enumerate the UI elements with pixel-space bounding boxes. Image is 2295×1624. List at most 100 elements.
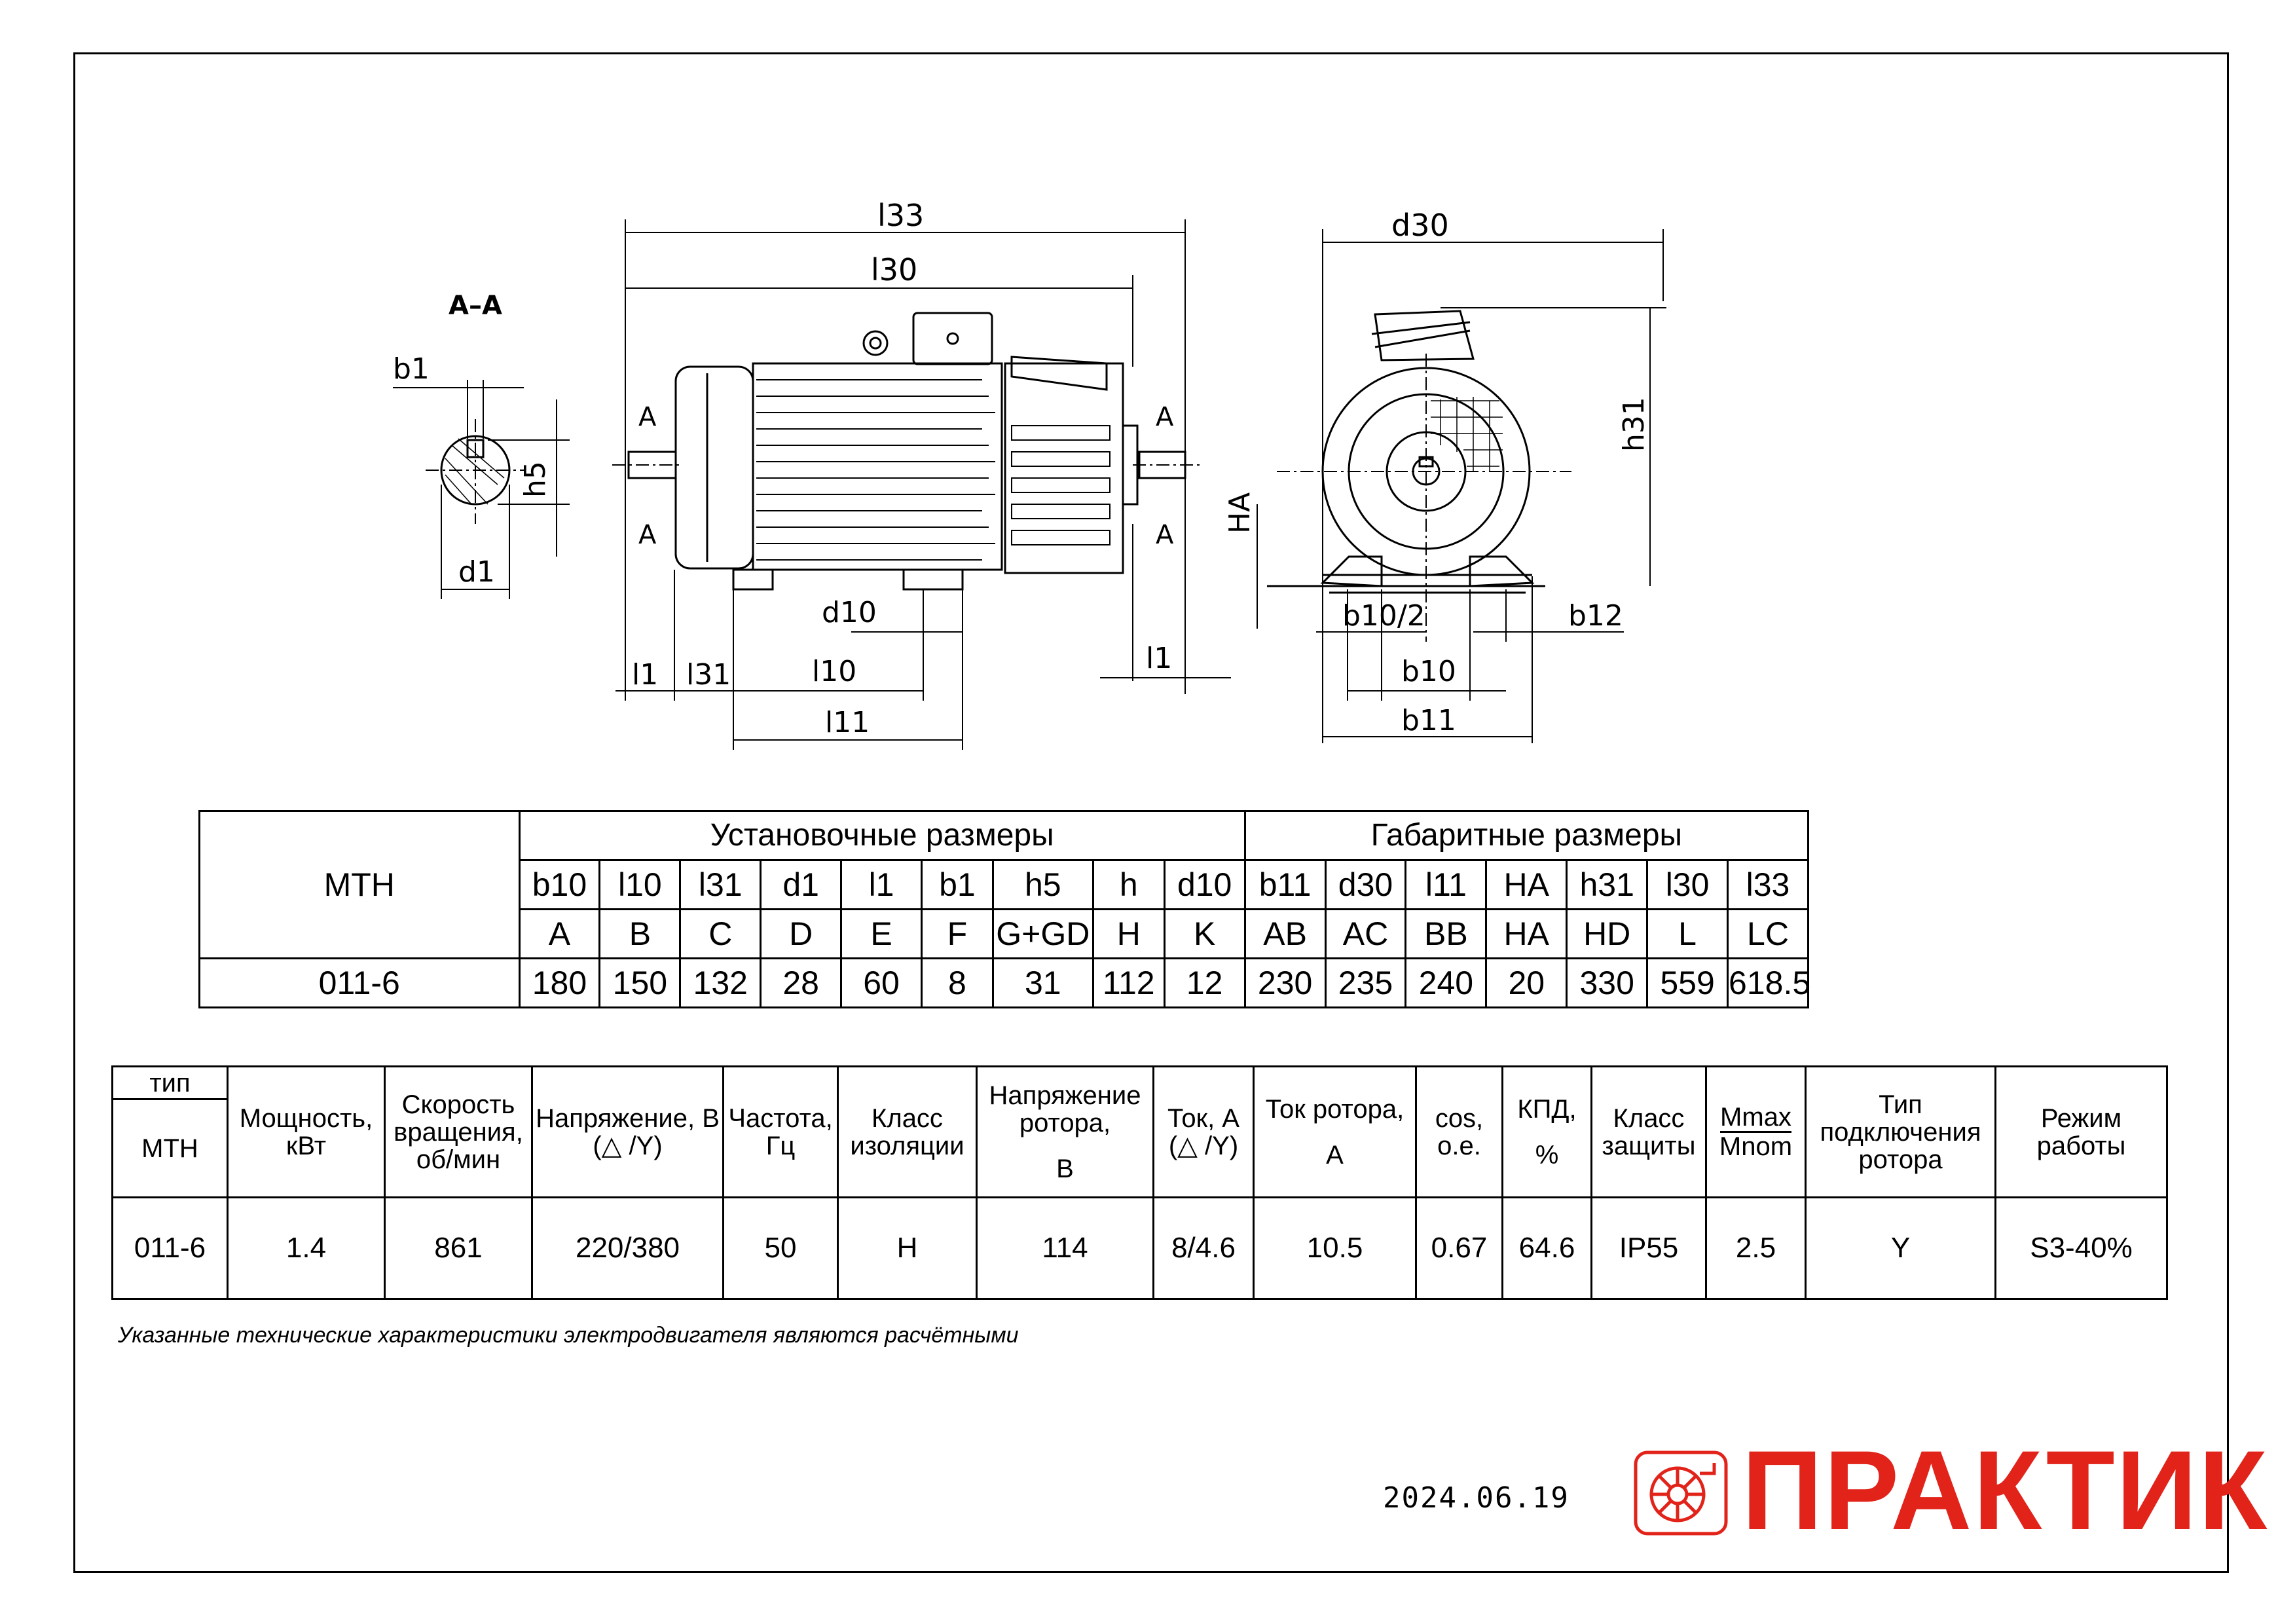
symbol-row: b10 l10 l31 d1 l1 b1 h5 h d10 b11 d30 l1… <box>200 859 1809 910</box>
header-current-conn: (△ /Y) <box>1168 1131 1239 1160</box>
dim-d1: d1 <box>458 555 495 589</box>
dim-l30: l30 <box>871 252 917 287</box>
symbol-cell: l33 <box>1727 859 1809 910</box>
value-cell: 112 <box>1092 957 1166 1008</box>
value-cell: 330 <box>1566 957 1649 1008</box>
code-cell: K <box>1163 908 1246 959</box>
header-torque-ratio: Mmax Mnom <box>1705 1065 1807 1198</box>
value-cell: 240 <box>1405 957 1488 1008</box>
brand-name: ПРАКТИК <box>1742 1428 2269 1553</box>
symbol-cell: h31 <box>1566 859 1649 910</box>
spec-frequency: 50 <box>722 1196 839 1300</box>
header-mode: Режим работы <box>1994 1065 2168 1198</box>
dimensions-table: МТН Установочные размеры Габаритные разм… <box>198 810 1810 1008</box>
spec-current: 8/4.6 <box>1152 1196 1255 1300</box>
symbol-cell: b10 <box>518 859 601 910</box>
code-cell: C <box>679 908 762 959</box>
code-cell: A <box>518 908 601 959</box>
dim-l1-right: l1 <box>1146 642 1172 675</box>
section-mark-1: A <box>638 402 657 432</box>
value-cell: 31 <box>991 957 1094 1008</box>
code-cell: HD <box>1566 908 1649 959</box>
dim-b10-half: b10/2 <box>1342 599 1425 633</box>
spec-power: 1.4 <box>227 1196 386 1300</box>
spec-cos: 0.67 <box>1415 1196 1503 1300</box>
value-cell: 235 <box>1324 957 1407 1008</box>
header-insulation: Класс изоляции <box>837 1065 978 1198</box>
symbol-cell: h5 <box>991 859 1094 910</box>
header-rotor-voltage-unit: В <box>1056 1154 1074 1183</box>
section-label: A–A <box>449 291 502 321</box>
group-install-dims: Установочные размеры <box>518 810 1246 861</box>
dim-d10: d10 <box>822 596 877 629</box>
header-current: Ток, А (△ /Y) <box>1152 1065 1255 1198</box>
spec-rotor-voltage: 114 <box>976 1196 1154 1300</box>
dim-table-model: МТН <box>198 810 521 959</box>
code-row: A B C D E F G+GD H K AB AC BB HA HD L LC <box>200 908 1809 959</box>
code-cell: D <box>760 908 843 959</box>
spec-speed: 861 <box>384 1196 533 1300</box>
value-cell: 20 <box>1485 957 1568 1008</box>
code-cell: G+GD <box>991 908 1094 959</box>
header-rotor-current-unit: А <box>1326 1140 1344 1170</box>
spec-rotor-connection: Y <box>1805 1196 1996 1300</box>
value-cell: 60 <box>840 957 923 1008</box>
value-cell: 132 <box>679 957 762 1008</box>
spec-protection: IP55 <box>1590 1196 1707 1300</box>
dim-h5: h5 <box>519 461 552 498</box>
spec-insulation: H <box>837 1196 978 1300</box>
dim-l10: l10 <box>812 655 856 688</box>
symbol-cell: l10 <box>598 859 682 910</box>
dim-b10: b10 <box>1401 655 1456 688</box>
dim-d30: d30 <box>1391 208 1449 243</box>
value-cell: 12 <box>1163 957 1246 1008</box>
code-cell: AB <box>1243 908 1327 959</box>
code-cell: L <box>1646 908 1729 959</box>
spec-efficiency: 64.6 <box>1501 1196 1592 1300</box>
code-cell: BB <box>1405 908 1488 959</box>
section-mark-3: A <box>1156 402 1174 432</box>
header-current-label: Ток, А <box>1167 1103 1239 1133</box>
symbol-cell: l31 <box>679 859 762 910</box>
code-cell: LC <box>1727 908 1809 959</box>
motor-end-view: d30 <box>1223 208 1666 743</box>
header-voltage-label: Напряжение, В <box>536 1103 720 1133</box>
spec-rotor-current: 10.5 <box>1253 1196 1417 1300</box>
header-rotor-current-label: Ток ротора, <box>1265 1094 1405 1124</box>
dim-b12: b12 <box>1568 599 1623 633</box>
symbol-cell: d1 <box>760 859 843 910</box>
code-cell: F <box>920 908 994 959</box>
document-date: 2024.06.19 <box>1383 1481 1570 1515</box>
header-voltage-conn: (△ /Y) <box>593 1131 663 1160</box>
header-mnom: Mnom <box>1719 1132 1793 1161</box>
section-mark-4: A <box>1156 520 1174 550</box>
group-overall-dims: Габаритные размеры <box>1243 810 1810 861</box>
symbol-cell: d10 <box>1163 859 1246 910</box>
header-cos: cos, о.е. <box>1415 1065 1503 1198</box>
type-label: тип <box>111 1065 229 1100</box>
shaft-section-view: A–A b1 h5 d1 <box>393 291 570 599</box>
specifications-table: тип Мощность, кВт Скорость вращения, об/… <box>111 1065 2168 1300</box>
code-cell: AC <box>1324 908 1407 959</box>
spec-model: 011-6 <box>111 1196 229 1300</box>
value-cell: 28 <box>760 957 843 1008</box>
symbol-cell: l11 <box>1405 859 1488 910</box>
value-cell: 8 <box>920 957 994 1008</box>
header-protection: Класс защиты <box>1590 1065 1707 1198</box>
table-row: 011-6 180 150 132 28 60 8 31 112 12 230 … <box>198 957 1810 1008</box>
brand-logo-icon <box>1634 1450 1728 1536</box>
header-speed: Скорость вращения, об/мин <box>384 1065 533 1198</box>
dim-l31: l31 <box>686 658 731 692</box>
motor-side-view: l33 l30 <box>612 198 1231 750</box>
header-rotor-voltage-label: Напряжение ротора, <box>989 1080 1141 1137</box>
dim-h31: h31 <box>1617 397 1651 452</box>
dim-l1-left: l1 <box>632 658 658 692</box>
header-power: Мощность, кВт <box>227 1065 386 1198</box>
code-cell: E <box>840 908 923 959</box>
spec-torque-ratio: 2.5 <box>1705 1196 1807 1300</box>
symbol-cell: h <box>1092 859 1166 910</box>
header-voltage: Напряжение, В (△ /Y) <box>531 1065 724 1198</box>
disclaimer-note: Указанные технические характеристики эле… <box>118 1323 1019 1348</box>
dim-l11: l11 <box>825 706 870 739</box>
header-rotor-connection: Тип подключения ротора <box>1805 1065 1996 1198</box>
